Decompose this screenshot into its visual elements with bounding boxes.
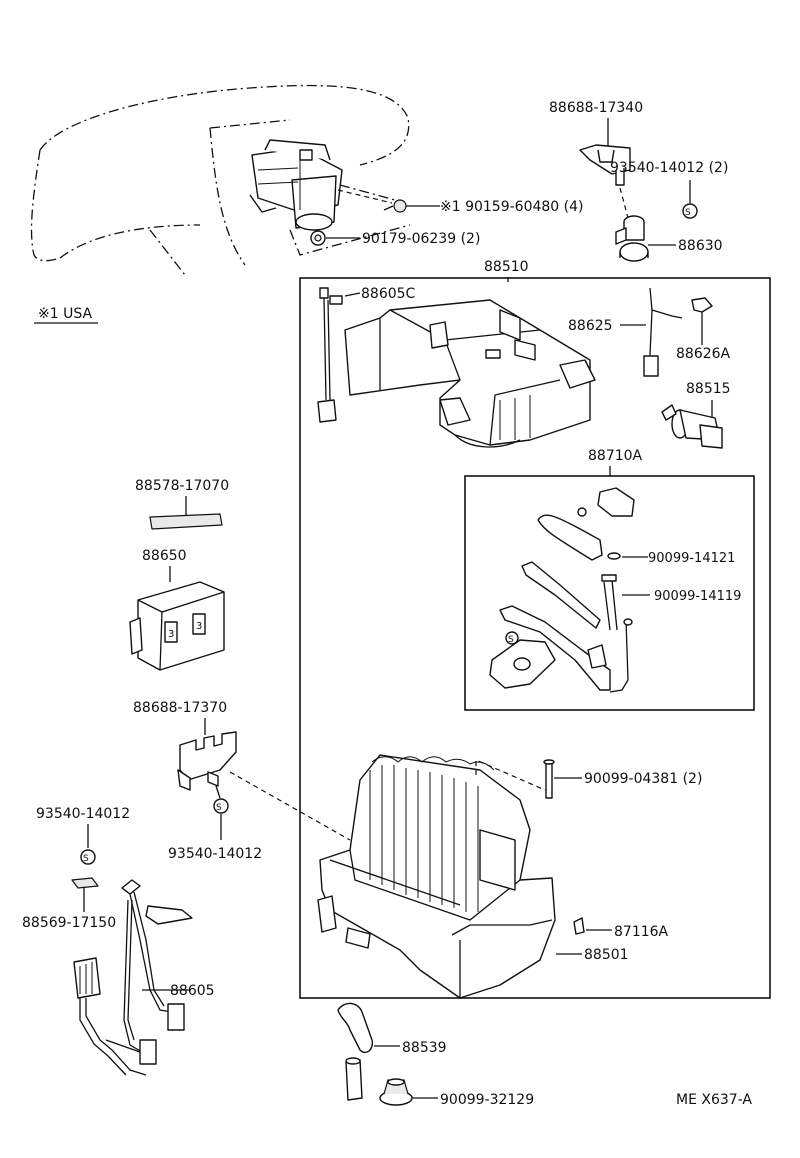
sensor-label: 88630 [678, 238, 723, 254]
diagram-code: ME X637-A [676, 1092, 752, 1108]
unit-assy-box [299, 277, 771, 999]
clip-left-label: 93540-14012 [36, 806, 130, 822]
pipe-set-label: 88710A [588, 448, 643, 464]
usa-note: ※1 USA [38, 306, 92, 322]
unit-assy-label: 88510 [484, 259, 529, 275]
washer-label: 90179-06239 (2) [362, 231, 480, 247]
sensor-88625-label: 88625 [568, 318, 613, 334]
cover-strip-part: 88578-17070 [135, 478, 229, 530]
pad-label: 88569-17150 [22, 915, 116, 931]
bracket-mid-label: 88688-17370 [133, 700, 227, 716]
pipe-set-s: S [508, 635, 514, 645]
sensor-88625-part: 88625 [568, 287, 683, 377]
clip-top-part: 93540-14012 (2) S [610, 160, 728, 219]
clip-mid-label: 93540-14012 [168, 846, 262, 862]
amplifier-glyph-2: 3 [196, 621, 202, 632]
evaporator-label: 88501 [584, 947, 629, 963]
servo-motor-assembly [249, 139, 343, 231]
dashboard-outline [30, 84, 411, 276]
clip-top-s: S [685, 208, 691, 218]
screw-part: ※1 90159-60480 (4) [337, 189, 584, 215]
bracket-top-label: 88688-17340 [549, 100, 643, 116]
oring-2-label: 90099-14119 [654, 589, 741, 604]
grommet-part: 90099-32129 [379, 1078, 534, 1108]
hose-label: 88539 [402, 1040, 447, 1056]
bolt-label: 90099-04381 (2) [584, 771, 702, 787]
wire-harness-part: 88605 [73, 879, 215, 1076]
hose-part: 88539 [337, 1002, 447, 1101]
bracket-top-part: 88688-17340 [549, 100, 643, 186]
clip-left-part: 93540-14012 S [36, 806, 130, 865]
wire-harness-label: 88605 [170, 983, 215, 999]
clip-mid-s: S [216, 803, 222, 813]
clamp-label: 87116A [614, 924, 669, 940]
pad-part: 88569-17150 [22, 877, 116, 931]
amplifier-glyph-1: 3 [168, 629, 174, 640]
sensor-88630-part: 88630 [615, 187, 723, 262]
pipe-set-parts: 90099-14121 90099-14119 S [489, 487, 741, 693]
pipe-set-box [464, 475, 755, 711]
clip-88626a-part: 88626A [676, 297, 731, 362]
clip-88626a-label: 88626A [676, 346, 731, 362]
upper-case-part [344, 299, 596, 448]
grommet-label: 90099-32129 [440, 1092, 534, 1108]
clip-mid-part: S 93540-14012 [168, 785, 262, 862]
amplifier-label: 88650 [142, 548, 187, 564]
screw-label: ※1 90159-60480 (4) [440, 199, 584, 215]
clip-left-s: S [83, 854, 89, 864]
evaporator-part [317, 754, 556, 999]
wire-88605c-label: 88605C [361, 286, 416, 302]
valve-88515-part: 88515 [661, 381, 731, 449]
bracket-mid-part: 88688-17370 [133, 700, 351, 841]
oring-1-label: 90099-14121 [648, 551, 735, 566]
bolt-part: 90099-04381 (2) [543, 759, 702, 799]
valve-88515-label: 88515 [686, 381, 731, 397]
clip-top-label: 93540-14012 (2) [610, 160, 728, 176]
amplifier-part: 88650 3 3 [129, 548, 225, 671]
cover-strip-label: 88578-17070 [135, 478, 229, 494]
clamp-part: 87116A [573, 917, 669, 940]
washer-part: 90179-06239 (2) [310, 230, 480, 247]
wire-88605c-part: 88605C [317, 286, 416, 423]
